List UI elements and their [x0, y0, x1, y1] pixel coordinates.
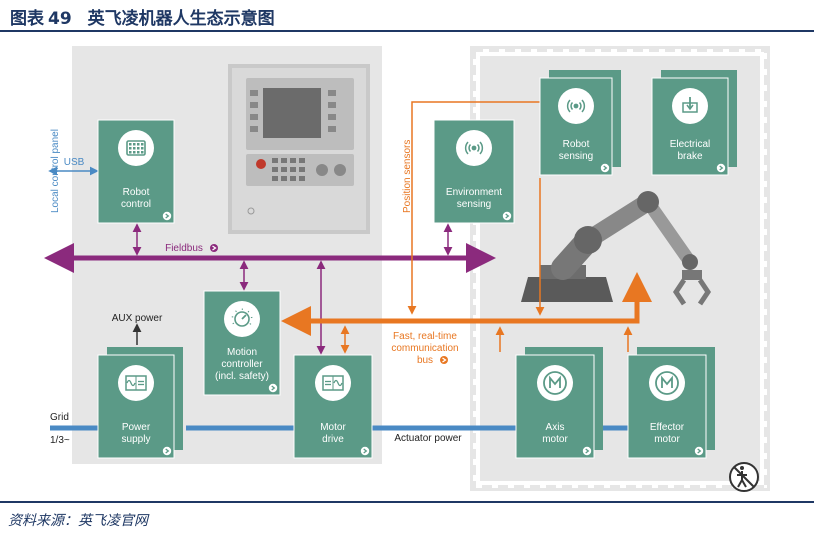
card-label-line: Effector [650, 422, 685, 433]
card-power-supply-icon [118, 365, 154, 401]
card-environment-sensing-icon [456, 130, 492, 166]
actuator-power-label: Actuator power [394, 433, 462, 444]
figure-title: 英飞凌机器人生态示意图 [87, 9, 275, 29]
comm-bus-label-1: Fast, real-time [393, 331, 457, 342]
figure-label: 图表 [10, 9, 44, 29]
comm-bus-label-arrow-icon [440, 356, 448, 364]
card-chevron-icon [162, 446, 172, 456]
card-chevron-icon [716, 163, 726, 173]
card-label-line: Motion [227, 347, 257, 358]
source-note: 资料来源：英飞凌官网 [8, 513, 148, 529]
card-label-line: motor [654, 434, 680, 445]
card-motion-controller-icon [224, 301, 260, 337]
card-label-line: Power [122, 422, 151, 433]
header-rule [0, 30, 814, 32]
card-robot-sensing-icon [558, 88, 594, 124]
no-entry-warning-icon [729, 462, 759, 492]
card-chevron-icon [162, 211, 172, 221]
usb-label: USB [64, 157, 85, 168]
card-axis-motor-icon [537, 365, 573, 401]
card-robot-control-icon [118, 130, 154, 166]
card-label-line: motor [542, 434, 568, 445]
card-label-line: Motor [320, 422, 346, 433]
comm-bus-label-3: bus [417, 355, 433, 366]
comm-bus-line [281, 272, 652, 336]
card-label-line: Axis [546, 422, 565, 433]
card-chevron-icon [694, 446, 704, 456]
grid-label: Grid [50, 412, 69, 423]
comm-bus-connectors [340, 101, 633, 354]
operator-panel [228, 64, 370, 234]
card-motor-drive-icon [315, 365, 351, 401]
card-label-line: sensing [457, 199, 491, 210]
card-chevron-icon [600, 163, 610, 173]
card-label-line: Robot [123, 187, 150, 198]
card-label-line: Environment [446, 187, 502, 198]
card-label-line: (incl. safety) [215, 371, 269, 382]
card-label-line: controller [221, 359, 263, 370]
card-label-line: Robot [563, 139, 590, 150]
card-label-line: brake [677, 151, 702, 162]
card-effector-motor-icon [649, 365, 685, 401]
aux-power-label: AUX power [112, 313, 163, 324]
card-chevron-icon [502, 211, 512, 221]
local-panel-label: Local control panel [50, 129, 61, 213]
card-label-line: sensing [559, 151, 593, 162]
grid-phase-label: 1/3~ [50, 435, 70, 446]
fieldbus-label-arrow-icon [210, 244, 218, 252]
card-label-line: supply [122, 434, 151, 445]
position-sensors-label: Position sensors [402, 140, 413, 213]
comm-bus-label-2: communication [391, 343, 458, 354]
card-chevron-icon [268, 383, 278, 393]
figure-number: 49 [48, 9, 72, 29]
card-electrical-brake-icon [672, 88, 708, 124]
card-chevron-icon [360, 446, 370, 456]
card-label-line: drive [322, 434, 344, 445]
fieldbus-label: Fieldbus [165, 243, 203, 254]
card-chevron-icon [582, 446, 592, 456]
card-label-line: Electrical [670, 139, 711, 150]
card-label-line: control [121, 199, 151, 210]
footer-rule [0, 501, 814, 503]
